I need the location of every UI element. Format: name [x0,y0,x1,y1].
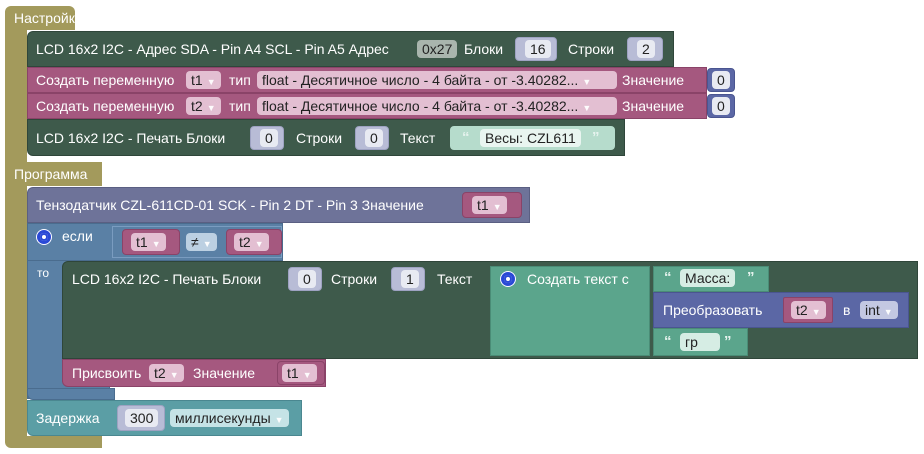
value-label: Значение [622,72,685,88]
create-text-block[interactable] [490,266,650,356]
variable-name: t1 [477,197,489,213]
rows-number-field[interactable]: 0 [365,129,383,147]
text-item-gr-field[interactable]: гр [680,333,720,351]
text-string-field[interactable]: Весы: CZL611 [480,129,581,147]
sensor-text: Тензодатчик CZL-611CD-01 SCK - Pin 2 DT … [36,197,424,213]
blocks-label: Блоки [464,41,504,57]
rows-label: Строки [296,130,343,146]
lcd-print-text: LCD 16x2 I2C - Печать Блоки [36,130,226,146]
delay-unit-dropdown[interactable]: миллисекунды▼ [170,409,289,427]
type-dropdown[interactable]: float - Десятичное число - 4 байта - от … [257,71,617,89]
if-bottom [27,388,115,400]
dropdown-arrow-icon: ▼ [582,103,592,113]
lcd-init-text: LCD 16x2 I2C - Адрес SDA - Pin A4 SCL - … [36,41,389,57]
gear-icon[interactable] [36,229,52,245]
operator-dropdown[interactable]: ≠▼ [186,233,217,251]
text-item-masa-field[interactable]: Масса: [680,269,736,287]
type-value: float - Десятичное число - 4 байта - от … [262,98,579,114]
variable-name: t1 [287,365,299,381]
convert-type-dropdown[interactable]: int▼ [860,301,898,319]
unit-value: миллисекунды [175,410,271,426]
assign-value-label: Значение [193,365,256,381]
convert-variable-dropdown[interactable]: t2▼ [791,301,826,319]
dropdown-arrow-icon: ▼ [206,103,216,113]
rows-label: Строки [331,271,378,287]
assign-label: Присвоить [72,365,142,381]
variable-name: t1 [191,72,203,88]
left-variable-dropdown[interactable]: t1▼ [131,233,166,251]
gear-icon[interactable] [500,271,516,287]
rows-number-field[interactable]: 1 [401,270,419,288]
lcd-print-text: LCD 16x2 I2C - Печать Блоки [72,271,262,287]
convert-label: Преобразовать [663,302,763,318]
open-quote-icon: “ [462,129,470,146]
sensor-variable-dropdown[interactable]: t1▼ [472,196,507,214]
convert-in-label: в [843,302,851,318]
variable-name: t2 [154,365,166,381]
dropdown-arrow-icon: ▼ [582,77,592,87]
dropdown-arrow-icon: ▼ [254,239,264,249]
value-number-field[interactable]: 0 [712,97,730,115]
assign-variable-dropdown[interactable]: t2▼ [149,364,184,382]
variable-name: t2 [796,302,808,318]
operator-value: ≠ [191,234,199,250]
rows-number-field[interactable]: 2 [637,40,655,58]
blocks-number-field[interactable]: 0 [260,129,278,147]
sensor-block[interactable] [27,187,530,223]
type-label: тип [229,72,251,88]
type-label: тип [229,98,251,114]
variable-name: t2 [191,98,203,114]
text-label: Текст [400,130,436,146]
setup-label: Настройки [14,10,83,26]
dropdown-arrow-icon: ▼ [811,307,821,317]
open-quote-icon: “ [664,269,672,286]
dropdown-arrow-icon: ▼ [274,415,284,425]
text-label: Текст [437,271,473,287]
lcd-init-block[interactable] [27,31,674,67]
program-block[interactable] [5,162,102,186]
if-label: если [62,228,93,244]
blocks-number-field[interactable]: 0 [298,270,316,288]
address-field[interactable]: 0x27 [417,40,458,58]
setup-spine [5,28,27,162]
dropdown-arrow-icon: ▼ [151,239,161,249]
dropdown-arrow-icon: ▼ [302,370,312,380]
dropdown-arrow-icon: ▼ [206,77,216,87]
program-bottom [5,436,102,448]
close-quote-icon: ” [724,333,732,350]
close-quote-icon: ” [747,269,755,286]
dropdown-arrow-icon: ▼ [202,239,212,249]
variable-name-dropdown[interactable]: t1▼ [186,71,221,89]
delay-number-field[interactable]: 300 [125,409,159,427]
then-label: то [37,266,50,280]
value-number-field[interactable]: 0 [712,71,730,89]
open-quote-icon: “ [664,333,672,350]
variable-name: t1 [136,234,148,250]
type-value: int [865,302,880,318]
dropdown-arrow-icon: ▼ [169,370,179,380]
dropdown-arrow-icon: ▼ [492,202,502,212]
create-variable-label: Создать переменную [36,72,175,88]
create-variable-label: Создать переменную [36,98,175,114]
rows-label: Строки [568,41,615,57]
create-text-label: Создать текст с [527,271,629,287]
dropdown-arrow-icon: ▼ [883,307,893,317]
right-variable-dropdown[interactable]: t2▼ [234,233,269,251]
close-quote-icon: ” [592,129,600,146]
assign-value-dropdown[interactable]: t1▼ [282,364,317,382]
variable-name-dropdown[interactable]: t2▼ [186,97,221,115]
program-label: Программа [14,166,88,182]
type-value: float - Десятичное число - 4 байта - от … [262,72,579,88]
delay-label: Задержка [36,410,100,426]
value-label: Значение [622,98,685,114]
type-dropdown[interactable]: float - Десятичное число - 4 байта - от … [257,97,617,115]
variable-name: t2 [239,234,251,250]
program-spine [5,184,27,436]
setup-block[interactable] [5,6,75,30]
blocks-number-field[interactable]: 16 [525,40,551,58]
